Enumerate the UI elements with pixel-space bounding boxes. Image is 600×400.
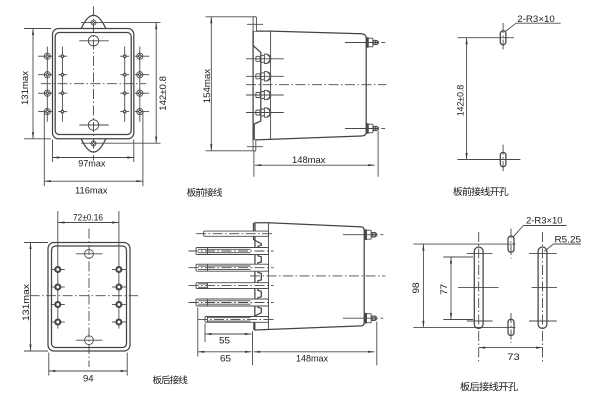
svg-text:131max: 131max: [20, 71, 30, 105]
svg-text:94: 94: [83, 374, 94, 384]
svg-text:65: 65: [220, 353, 231, 363]
svg-text:116max: 116max: [75, 185, 108, 195]
svg-text:73: 73: [507, 352, 520, 362]
svg-text:148max: 148max: [296, 354, 328, 364]
svg-text:2-R3×10: 2-R3×10: [526, 215, 563, 225]
svg-text:148max: 148max: [292, 155, 326, 165]
svg-text:142±0.8: 142±0.8: [455, 85, 465, 117]
svg-text:R5.25: R5.25: [555, 235, 582, 245]
svg-text:2-R3×10: 2-R3×10: [517, 14, 555, 24]
svg-text:98: 98: [411, 283, 421, 294]
svg-text:55: 55: [219, 335, 230, 345]
svg-text:131max: 131max: [21, 284, 31, 321]
svg-text:154max: 154max: [202, 68, 212, 103]
svg-text:77: 77: [439, 284, 449, 295]
svg-text:72±0.16: 72±0.16: [73, 212, 103, 222]
svg-text:142±0.8: 142±0.8: [158, 76, 168, 111]
svg-text:97max: 97max: [78, 158, 106, 168]
